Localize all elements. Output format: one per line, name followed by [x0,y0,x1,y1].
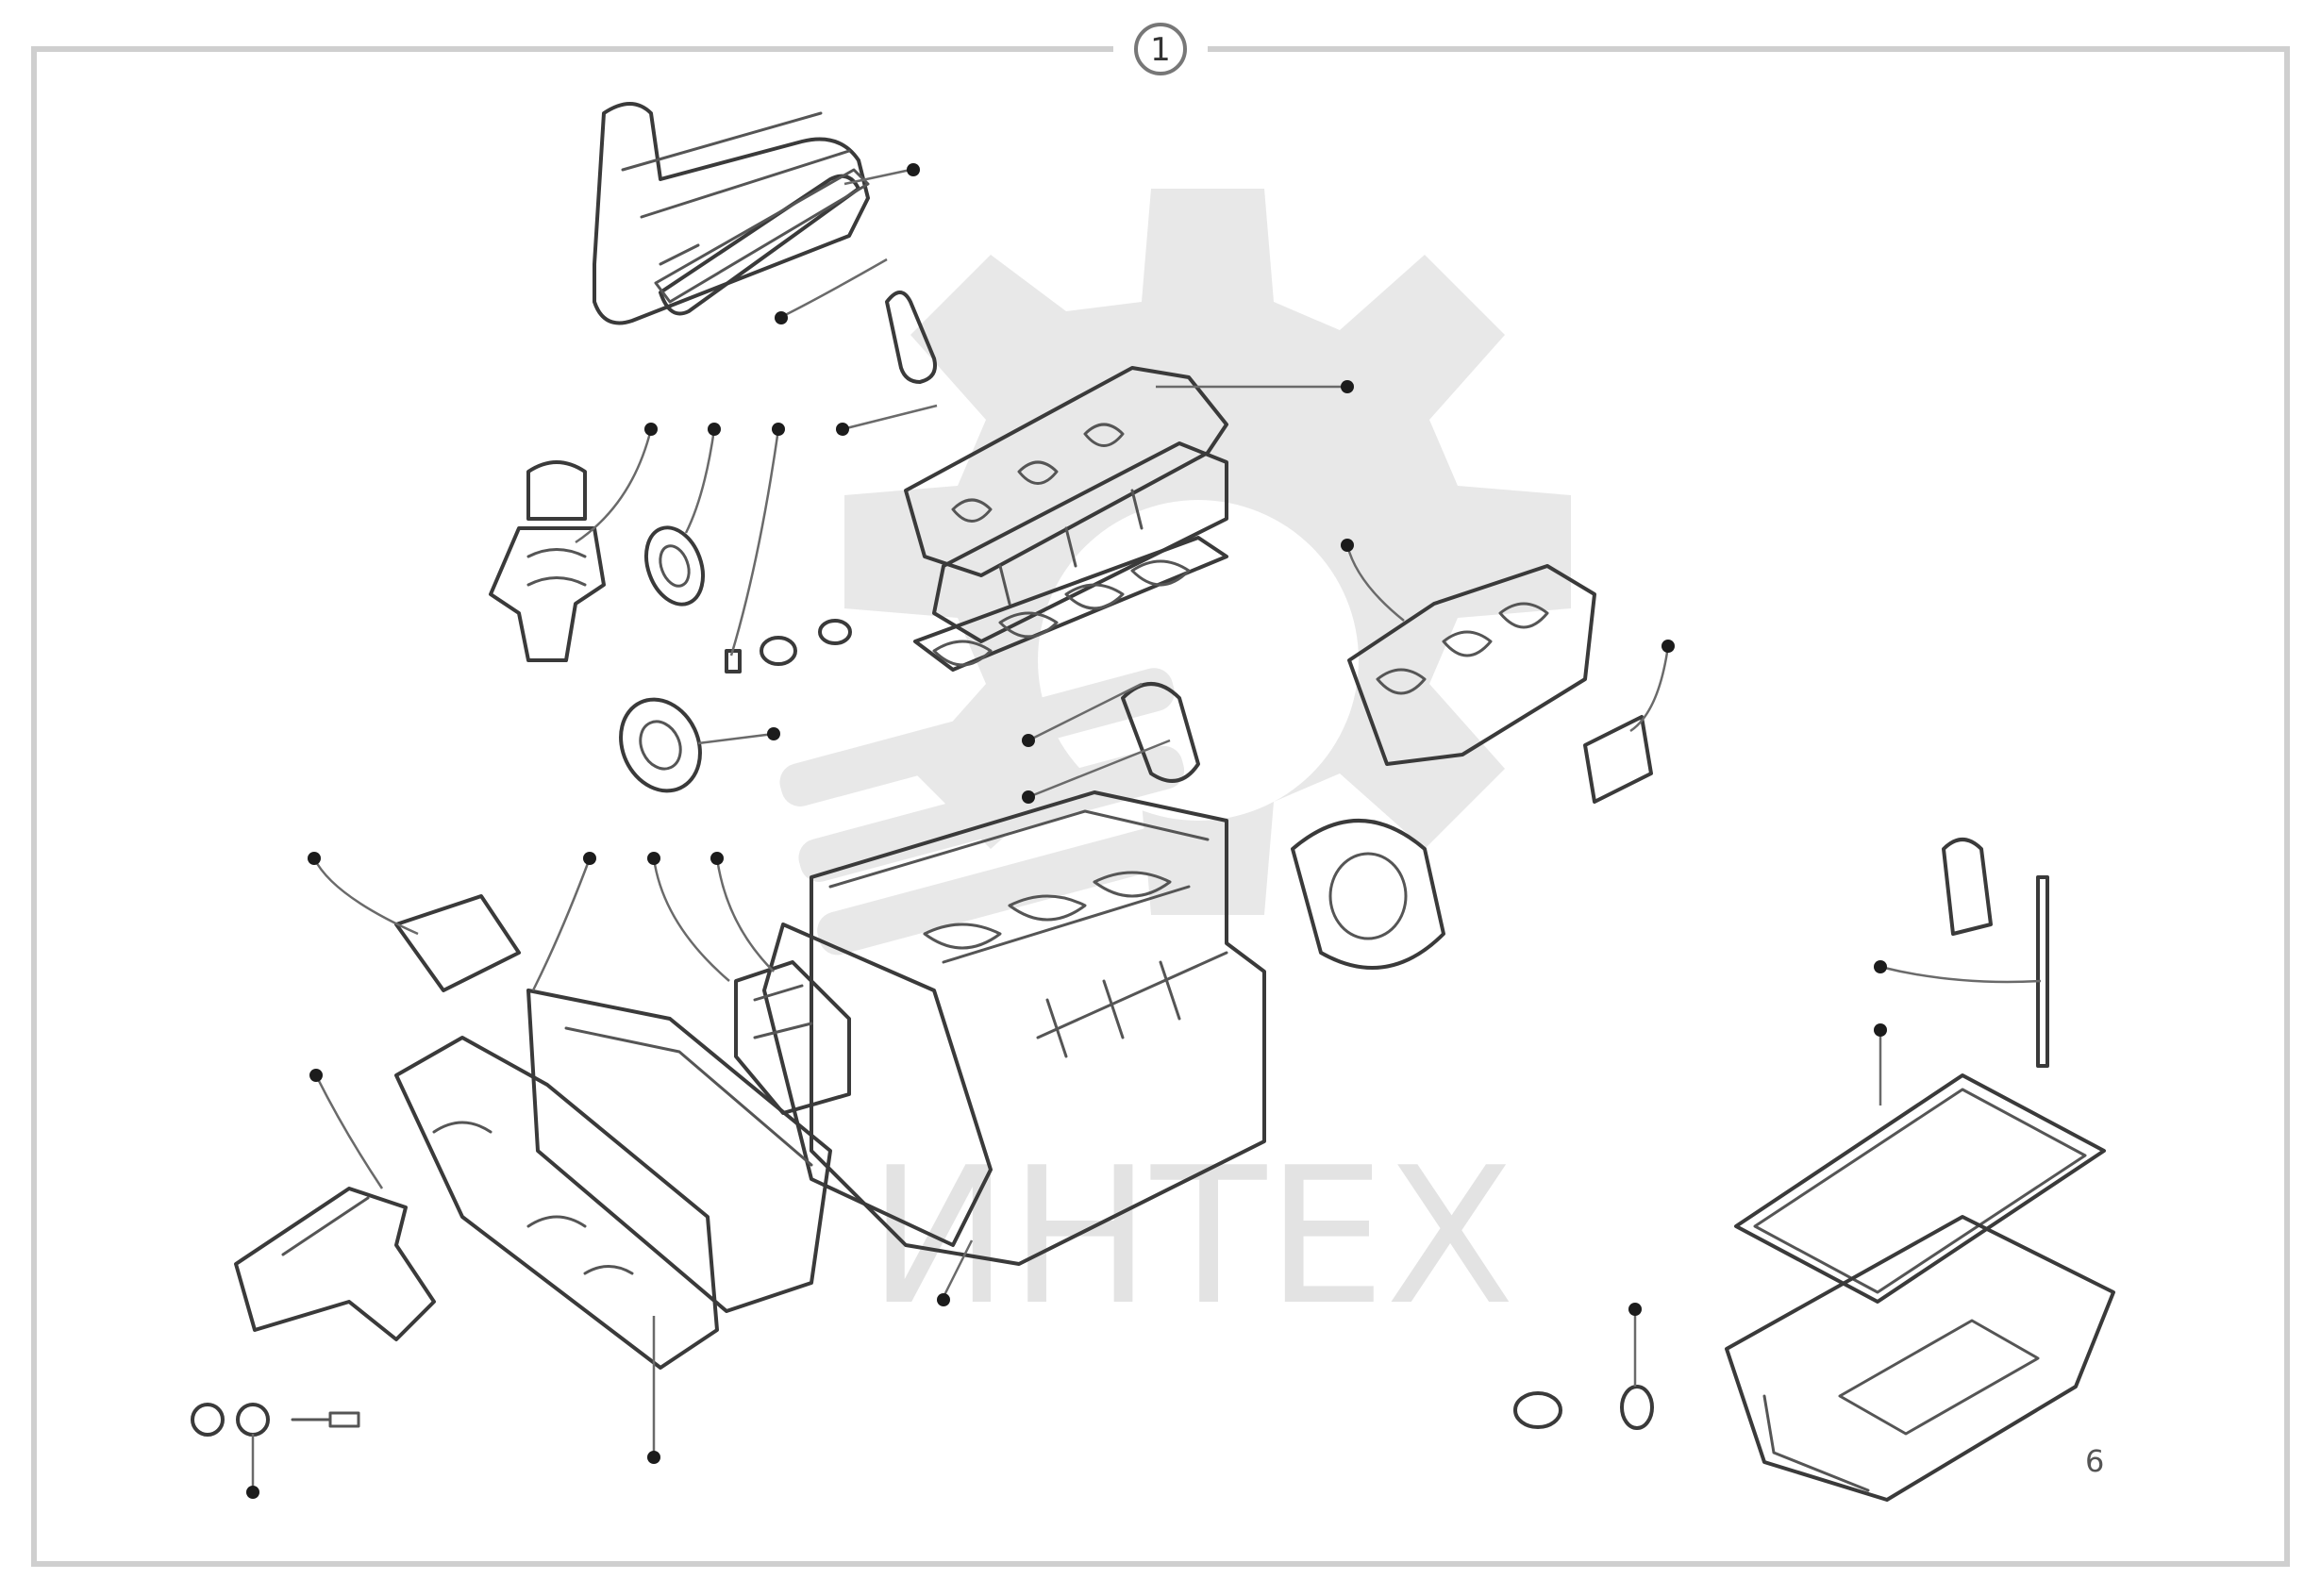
small-washers [760,619,852,666]
callout-dot-icon [583,852,596,865]
callout-dot-icon [1022,734,1035,747]
corner-part-label: 6 [2085,1443,2104,1479]
dipstick-tube-gasket [1942,838,2049,1068]
callout-dots [246,163,1887,1499]
oil-seal [644,525,705,607]
engine-block [810,790,1266,1266]
drain-plug-washer [1513,1385,1654,1430]
timing-cover-gasket [526,989,832,1313]
callout-dot-icon [1341,539,1354,552]
callout-dot-icon [937,1293,950,1306]
callout-dot-icon [775,311,788,324]
exhaust-manifold [1347,564,1596,766]
rear-main-seal [1291,819,1445,970]
callout-dot-icon [772,423,785,436]
gear-watermark-icon [779,189,1571,956]
callout-number: 1 [1150,31,1171,69]
callout-dot-icon [1341,380,1354,393]
water-pump [234,1187,436,1341]
oil-pan-gasket [1734,1073,2106,1304]
callout-dot-icon [767,727,780,740]
camshaft-pulley-seal [619,697,702,793]
callout-dot-icon [644,423,658,436]
head-gasket [913,536,1228,672]
callout-dot-icon [1628,1303,1642,1316]
watermark-text: ИНТЕХ [868,1127,1515,1347]
callout-dot-icon [308,852,321,865]
oil-pan [1725,1215,2115,1502]
sensor-plug [725,649,742,673]
callout-dot-icon [1661,640,1675,653]
front-cover-small [394,894,521,992]
block-front-gasket [762,923,993,1247]
timing-cover [394,1036,719,1370]
callout-dot-icon [1022,790,1035,804]
callout-dot-icon [647,1451,660,1464]
thermostat-housing [489,460,606,662]
callout-dot-icon [246,1486,259,1499]
callout-dot-icon [708,423,721,436]
exhaust-gasket [1583,715,1653,804]
manifold-gasket [654,168,870,304]
water-pump-fittings [191,1403,360,1437]
water-pump-flange [1121,682,1200,783]
leader-lines [251,168,2042,1490]
callout-dot-icon [710,852,724,865]
callout-dot-icon [1874,1023,1887,1037]
callout-dot-icon [309,1069,323,1082]
callout-dot-icon [907,163,920,176]
intake-manifold [593,102,870,325]
callout-badge: 1 [1113,23,1208,75]
small-gasket [885,291,937,384]
callout-dot-icon [1874,960,1887,973]
callout-dot-icon [647,852,660,865]
oil-pump-housing [734,960,851,1115]
cylinder-head [904,366,1228,643]
callout-dot-icon [836,423,849,436]
